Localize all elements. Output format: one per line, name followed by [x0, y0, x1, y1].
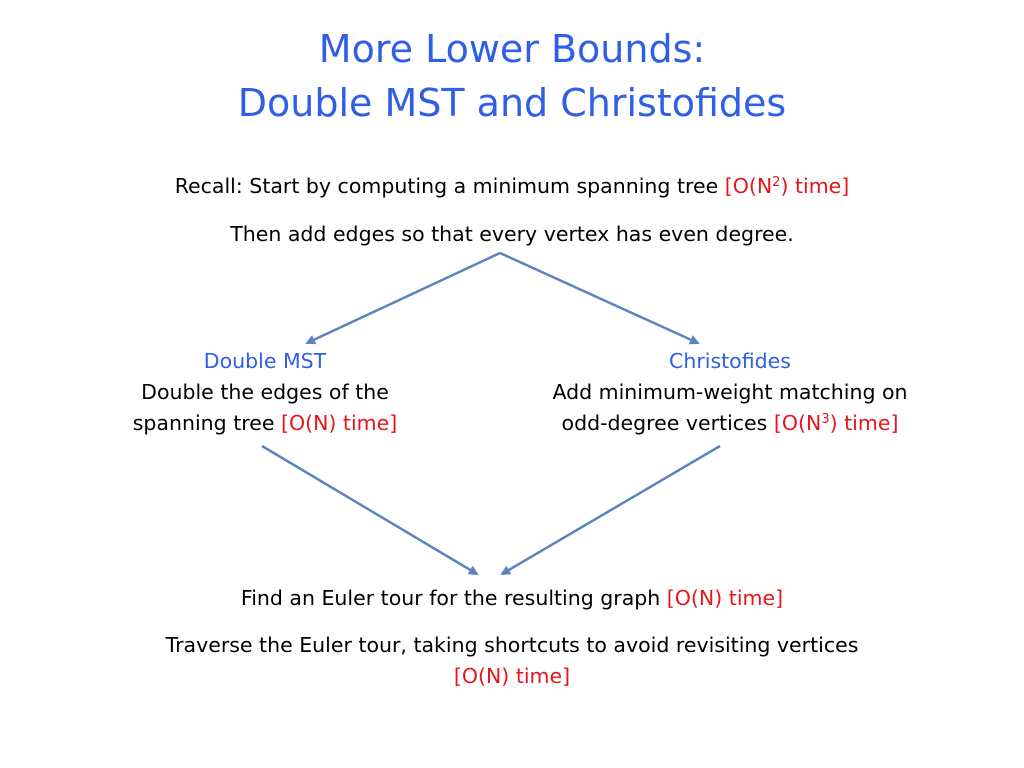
christofides-line-2-text: odd-degree vertices [561, 411, 774, 435]
recall-time: [O(N2) time] [725, 174, 850, 198]
slide-title-line-2: Double MST and Christofides [237, 81, 787, 125]
christofides-time: [O(N3) time] [774, 411, 899, 435]
traverse-time: [O(N) time] [453, 664, 571, 688]
christofides-line-1: Add minimum-weight matching on [552, 380, 908, 404]
then-add-line: Then add edges so that every vertex has … [230, 222, 794, 246]
double-mst-block: Double MST Double the edges of the spann… [60, 346, 470, 439]
christofides-time-prefix: [O(N [773, 411, 822, 435]
euler-line: Find an Euler tour for the resulting gra… [0, 584, 1024, 612]
christofides-time-exponent: 3 [821, 412, 830, 427]
recall-text: Recall: Start by computing a minimum spa… [174, 174, 725, 198]
traverse-line: Traverse the Euler tour, taking shortcut… [165, 633, 859, 657]
double-mst-heading: Double MST [203, 349, 327, 373]
recall-time-suffix: ) time] [780, 174, 850, 198]
double-mst-line-2: spanning tree [O(N) time] [60, 408, 470, 439]
christofides-heading: Christofides [669, 349, 791, 373]
slide-title-line-1: More Lower Bounds: [318, 27, 706, 71]
recall-time-prefix: [O(N [724, 174, 773, 198]
arrow-double-mst-to-euler [261, 444, 479, 576]
arrow-to-double-mst [305, 251, 501, 345]
double-mst-line-1: Double the edges of the [141, 380, 389, 404]
recall-time-exponent: 2 [772, 175, 781, 190]
double-mst-line-2-text: spanning tree [132, 411, 281, 435]
recall-line: Recall: Start by computing a minimum spa… [0, 172, 1024, 200]
arrow-to-christofides [499, 251, 700, 345]
arrow-christofides-to-euler [500, 444, 721, 576]
christofides-time-suffix: ) time] [829, 411, 899, 435]
double-mst-time: [O(N) time] [280, 411, 398, 435]
euler-text: Find an Euler tour for the resulting gra… [240, 586, 667, 610]
euler-time: [O(N) time] [666, 586, 784, 610]
christofides-line-2: odd-degree vertices [O(N3) time] [510, 408, 950, 439]
christofides-block: Christofides Add minimum-weight matching… [510, 346, 950, 439]
